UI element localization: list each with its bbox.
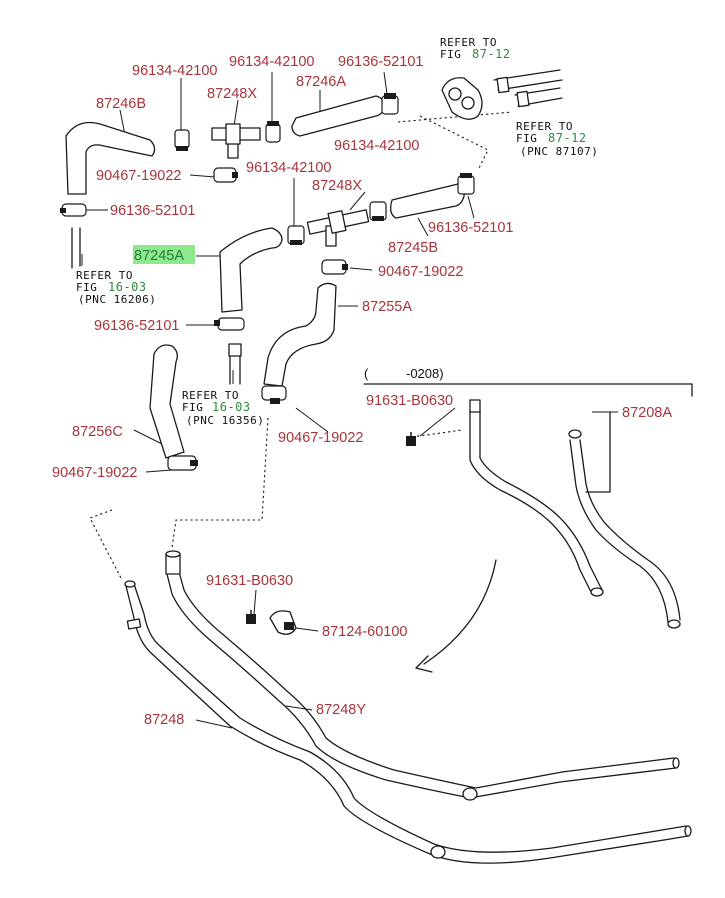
clamps — [60, 93, 475, 471]
ref-pipes-left — [71, 227, 242, 385]
label-87208a[interactable]: 87208A — [622, 405, 672, 421]
fig-link-87-12-a[interactable]: 87-12 — [472, 47, 511, 61]
label-90467-19022-d[interactable]: 90467-19022 — [278, 430, 363, 446]
ref-fig-16-03-center[interactable]: REFER TO FIG 16-03 (PNC 16356) — [182, 389, 264, 427]
label-87248x-b[interactable]: 87248X — [312, 178, 362, 194]
svg-text:(PNC 16206): (PNC 16206) — [78, 293, 156, 306]
tee-87248x-lower — [306, 209, 370, 247]
label-87246a[interactable]: 87246A — [296, 74, 346, 90]
svg-text:REFER TO: REFER TO — [182, 389, 239, 402]
hose-87246b — [65, 121, 156, 195]
label-87246b[interactable]: 87246B — [96, 96, 146, 112]
svg-text:REFER TO: REFER TO — [516, 120, 573, 133]
fig-link-16-03-a[interactable]: 16-03 — [108, 280, 147, 294]
part-labels: 96134-42100 96134-42100 96136-52101 8724… — [52, 54, 672, 728]
svg-text:(PNC 16356): (PNC 16356) — [186, 414, 264, 427]
svg-text:FIG: FIG — [182, 401, 203, 414]
label-87248[interactable]: 87248 — [144, 712, 184, 728]
highlight-87245a — [133, 245, 195, 264]
label-90467-19022-c[interactable]: 90467-19022 — [52, 465, 137, 481]
label-96136-52101-d[interactable]: 96136-52101 — [94, 318, 179, 334]
hose-87255a — [263, 282, 337, 387]
label-96134-42100-a[interactable]: 96134-42100 — [132, 63, 217, 79]
ref-fig-87-12-top[interactable]: REFER TO FIG 87-12 — [440, 36, 511, 61]
label-87255a[interactable]: 87255A — [362, 299, 412, 315]
variant-bracket — [363, 383, 693, 493]
pipe-87208a — [469, 399, 681, 629]
label-paren: ( — [364, 366, 369, 381]
svg-text:FIG: FIG — [516, 132, 537, 145]
label-87245b[interactable]: 87245B — [388, 240, 438, 256]
label-96134-42100-b[interactable]: 96134-42100 — [229, 54, 314, 70]
bracket-fitting — [441, 69, 563, 120]
label-96136-52101-a[interactable]: 96136-52101 — [338, 54, 423, 70]
ref-fig-87-12-right[interactable]: REFER TO FIG 87-12 (PNC 87107) — [516, 120, 598, 158]
svg-text:FIG: FIG — [440, 48, 461, 61]
pipe-87248y — [165, 550, 680, 801]
pipe-87248 — [124, 580, 692, 864]
svg-text:REFER TO: REFER TO — [440, 36, 497, 49]
hose-87245a — [219, 227, 283, 313]
tee-87248x-upper — [211, 123, 261, 159]
hose-87245b — [390, 183, 466, 219]
label-0208: -0208) — [406, 366, 444, 381]
hose-87246a — [291, 95, 385, 137]
fig-link-87-12-b[interactable]: 87-12 — [548, 131, 587, 145]
label-87256c[interactable]: 87256C — [72, 424, 123, 440]
label-87124-60100[interactable]: 87124-60100 — [322, 624, 407, 640]
label-91631-b0630-a[interactable]: 91631-B0630 — [366, 393, 453, 409]
label-90467-19022-a[interactable]: 90467-19022 — [96, 168, 181, 184]
label-96136-52101-b[interactable]: 96136-52101 — [110, 203, 195, 219]
hose-87256c — [149, 344, 185, 459]
label-96134-42100-c[interactable]: 96134-42100 — [246, 160, 331, 176]
leader-lines — [81, 71, 618, 729]
fig-link-16-03-b[interactable]: 16-03 — [212, 400, 251, 414]
ref-fig-16-03-left[interactable]: REFER TO FIG 16-03 (PNC 16206) — [76, 269, 156, 306]
parts-91631-87124 — [246, 610, 297, 635]
svg-text:REFER TO: REFER TO — [76, 269, 133, 282]
arrow — [415, 559, 497, 673]
label-90467-19022-b[interactable]: 90467-19022 — [378, 264, 463, 280]
label-96136-52101-c[interactable]: 96136-52101 — [428, 220, 513, 236]
label-91631-b0630-b[interactable]: 91631-B0630 — [206, 573, 293, 589]
label-87245a[interactable]: 87245A — [134, 248, 184, 264]
label-96134-42100-d[interactable]: 96134-42100 — [334, 138, 419, 154]
svg-text:(PNC 87107): (PNC 87107) — [520, 145, 598, 158]
bolt-91631-a — [406, 432, 416, 446]
label-87248x-a[interactable]: 87248X — [207, 86, 257, 102]
svg-text:FIG: FIG — [76, 281, 97, 294]
label-87248y[interactable]: 87248Y — [316, 702, 366, 718]
